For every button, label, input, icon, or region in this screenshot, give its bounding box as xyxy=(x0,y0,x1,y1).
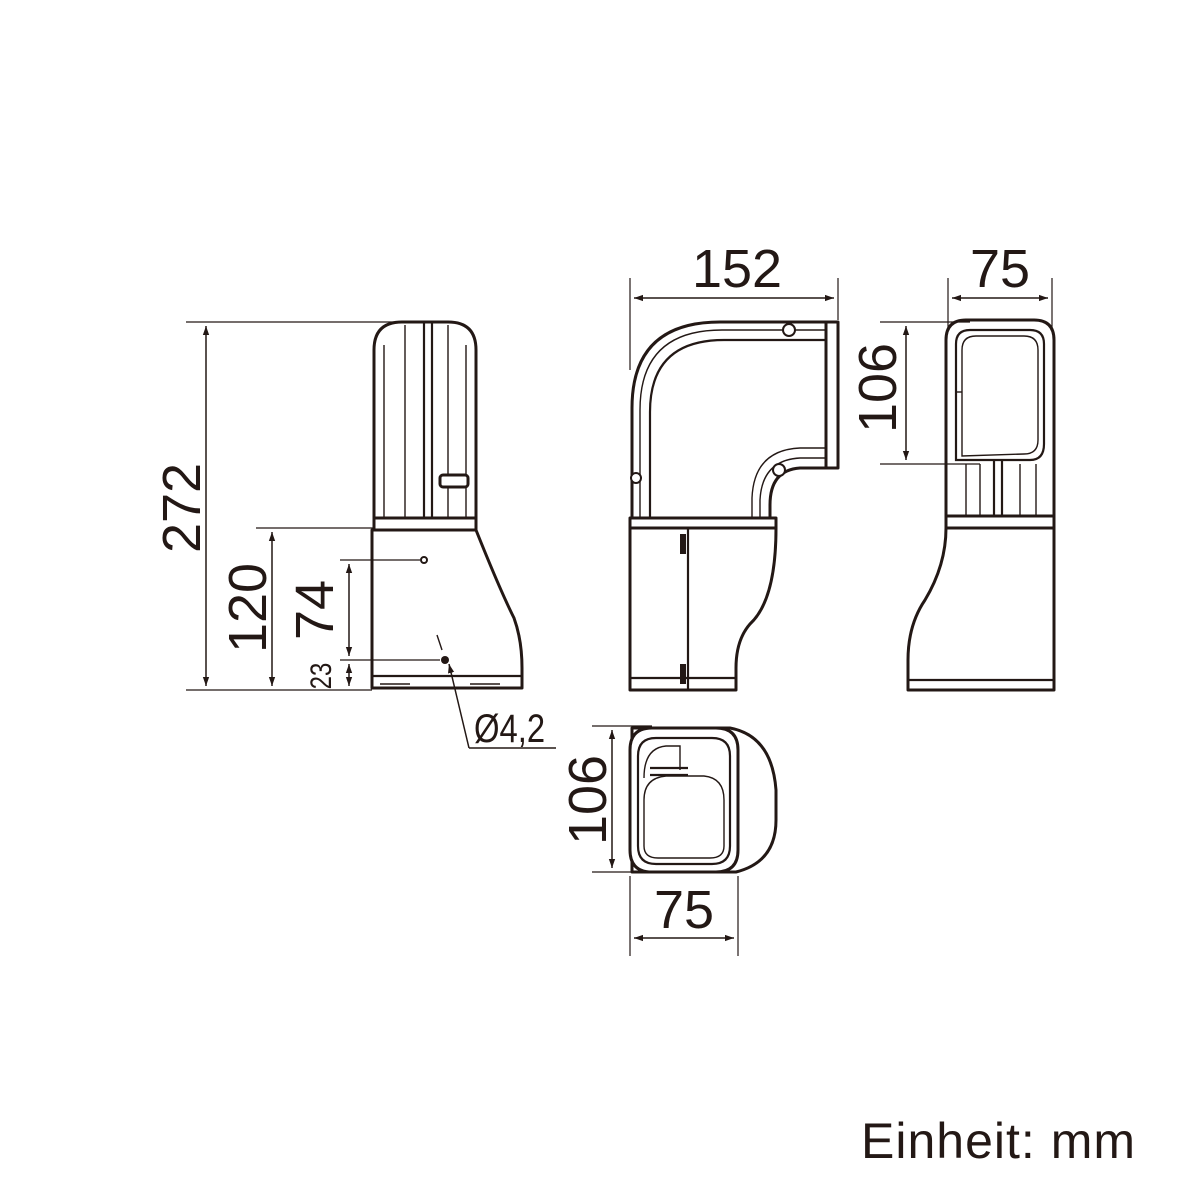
bottom-view: 106 75 xyxy=(558,725,778,956)
elbow-flange xyxy=(824,320,840,470)
dim-label-75-bottom: 75 xyxy=(654,880,714,940)
unit-note: Einheit: mm xyxy=(861,1113,1136,1169)
clip-tab xyxy=(438,473,470,489)
end-view: 75 106 xyxy=(848,239,1056,692)
dim-label-23: 23 xyxy=(303,663,337,690)
elbow-inner-curve xyxy=(759,457,826,518)
elbow-inner-curve xyxy=(648,338,826,518)
end-opening-inner xyxy=(961,335,1039,457)
dim-label-74: 74 xyxy=(285,580,345,640)
dim-label-272: 272 xyxy=(152,463,212,553)
screw-hole xyxy=(441,656,449,664)
screw-head xyxy=(772,463,786,477)
end-lower-body xyxy=(906,526,1056,692)
dim-label-75-top: 75 xyxy=(970,239,1030,299)
elbow-inner-curve xyxy=(751,447,826,518)
leader-line xyxy=(448,663,470,749)
bottom-frame xyxy=(628,726,740,874)
bottom-inner-cell xyxy=(643,775,725,859)
slot-mark xyxy=(680,534,686,554)
dim-label-hole-diameter: Ø4,2 xyxy=(474,706,545,751)
side-view: 272 120 74 23 Ø4,2 xyxy=(152,320,556,751)
screw-hole xyxy=(420,556,428,564)
front-lower-body xyxy=(628,526,778,692)
front-view: 152 xyxy=(628,239,840,692)
side-lower-body xyxy=(370,528,524,690)
end-collar xyxy=(944,514,1056,530)
bottom-inner-curve xyxy=(643,745,681,779)
dim-label-152: 152 xyxy=(692,239,782,299)
side-collar xyxy=(372,516,478,532)
elbow-body xyxy=(630,320,832,520)
hole-center-mark xyxy=(436,634,443,651)
end-upper-body xyxy=(944,318,1056,522)
dim-label-106-top: 106 xyxy=(848,343,908,433)
bottom-opening xyxy=(636,736,732,866)
slot-mark xyxy=(680,664,686,684)
elbow-inner-curve xyxy=(639,329,826,518)
dim-label-106-bottom: 106 xyxy=(558,755,618,845)
screw-head xyxy=(630,472,642,484)
screw-head xyxy=(782,323,796,337)
end-opening xyxy=(954,328,1046,462)
dim-label-120: 120 xyxy=(218,563,278,653)
